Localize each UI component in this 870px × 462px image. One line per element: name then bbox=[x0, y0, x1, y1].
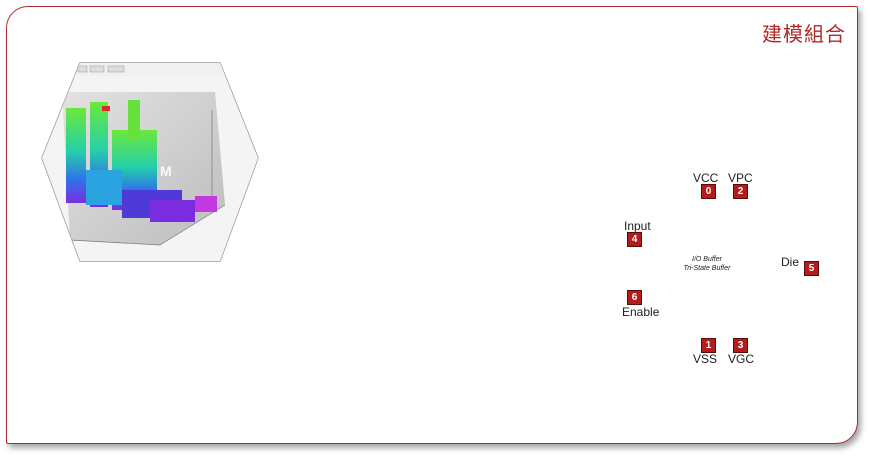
buffer-line2: Tri-State Buffer bbox=[683, 265, 731, 272]
plot-hexagon bbox=[41, 62, 259, 262]
vcc-label: VCC bbox=[693, 171, 719, 185]
buffer-line1: I/O Buffer bbox=[692, 256, 722, 263]
bpro-title: BPro bbox=[458, 127, 588, 190]
corner-title: 建模組合 bbox=[762, 22, 846, 46]
pin-die: 5 bbox=[804, 261, 819, 276]
die-label: Die bbox=[781, 255, 800, 269]
vpc-label: VPC bbox=[728, 171, 753, 185]
bpro-subtitle: IBIS3.2~IBIS5 bbox=[481, 203, 565, 218]
enable-label: Enable bbox=[622, 305, 660, 319]
input-label: Input bbox=[624, 219, 651, 233]
pin-vss: 1 bbox=[701, 338, 716, 353]
vgc-label: VGC bbox=[728, 352, 755, 366]
bpro-caption: 建模 bbox=[507, 225, 538, 243]
mpro-title: MPro bbox=[263, 233, 407, 298]
plot-overlay-letter: M bbox=[160, 163, 172, 179]
pin-input: 4 bbox=[627, 232, 642, 247]
pin-vcc: 0 bbox=[701, 184, 716, 199]
mpro-caption: 建模暨優化 bbox=[292, 327, 378, 347]
pin-vpc: 2 bbox=[733, 184, 748, 199]
mpro-subtitle: RSM/ANN/Genetic bbox=[270, 301, 400, 318]
pin-vgc: 3 bbox=[733, 338, 748, 353]
pin-enable: 6 bbox=[627, 290, 642, 305]
vss-label: VSS bbox=[693, 352, 718, 366]
